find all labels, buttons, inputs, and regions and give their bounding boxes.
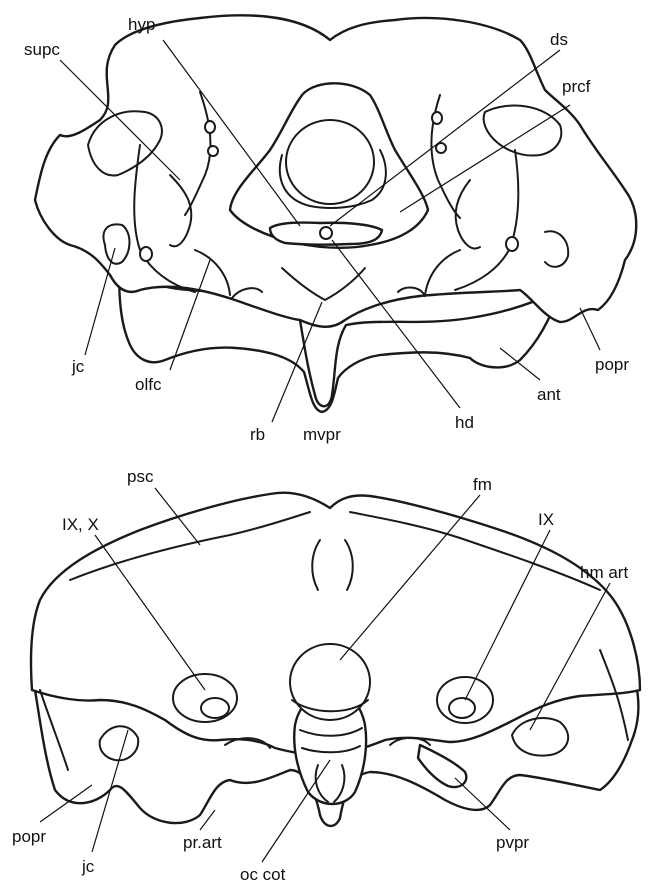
label-pr-art: pr.art (183, 833, 222, 852)
label-popr-bottom: popr (12, 827, 46, 846)
label-psc: psc (127, 467, 154, 486)
label-rb: rb (250, 425, 265, 444)
label-ix: IX (538, 510, 554, 529)
label-supc: supc (24, 40, 60, 59)
right-foramen-3 (506, 237, 518, 251)
posterior-view (31, 493, 640, 826)
label-hm-art: hm art (580, 563, 628, 582)
label-jc-top: jc (71, 357, 85, 376)
label-jc-bottom: jc (81, 857, 95, 876)
foramen-magnum (290, 644, 370, 720)
left-foramen-2 (208, 146, 218, 156)
hypophysial-fossa (286, 120, 374, 204)
hypophysial-duct (320, 227, 332, 239)
left-foramen-3 (140, 247, 152, 261)
label-ant: ant (537, 385, 561, 404)
left-foramen-1 (205, 121, 215, 133)
label-prcf: prcf (562, 77, 591, 96)
anterior-view (35, 15, 636, 412)
right-foramen-2 (436, 143, 446, 153)
label-popr-top: popr (595, 355, 629, 374)
label-hyp: hyp (128, 15, 155, 34)
label-mvpr: mvpr (303, 425, 341, 444)
label-fm: fm (473, 475, 492, 494)
ix-foramen-inner (449, 698, 475, 718)
label-pvpr: pvpr (496, 833, 529, 852)
label-ds: ds (550, 30, 568, 49)
label-olfc: olfc (135, 375, 162, 394)
ix-x-foramen-inner (201, 698, 229, 718)
label-ix-x: IX, X (62, 515, 99, 534)
leader-popr-top (580, 308, 600, 350)
label-hd: hd (455, 413, 474, 432)
right-foramen-1 (432, 112, 442, 124)
label-oc-cot: oc cot (240, 865, 286, 884)
